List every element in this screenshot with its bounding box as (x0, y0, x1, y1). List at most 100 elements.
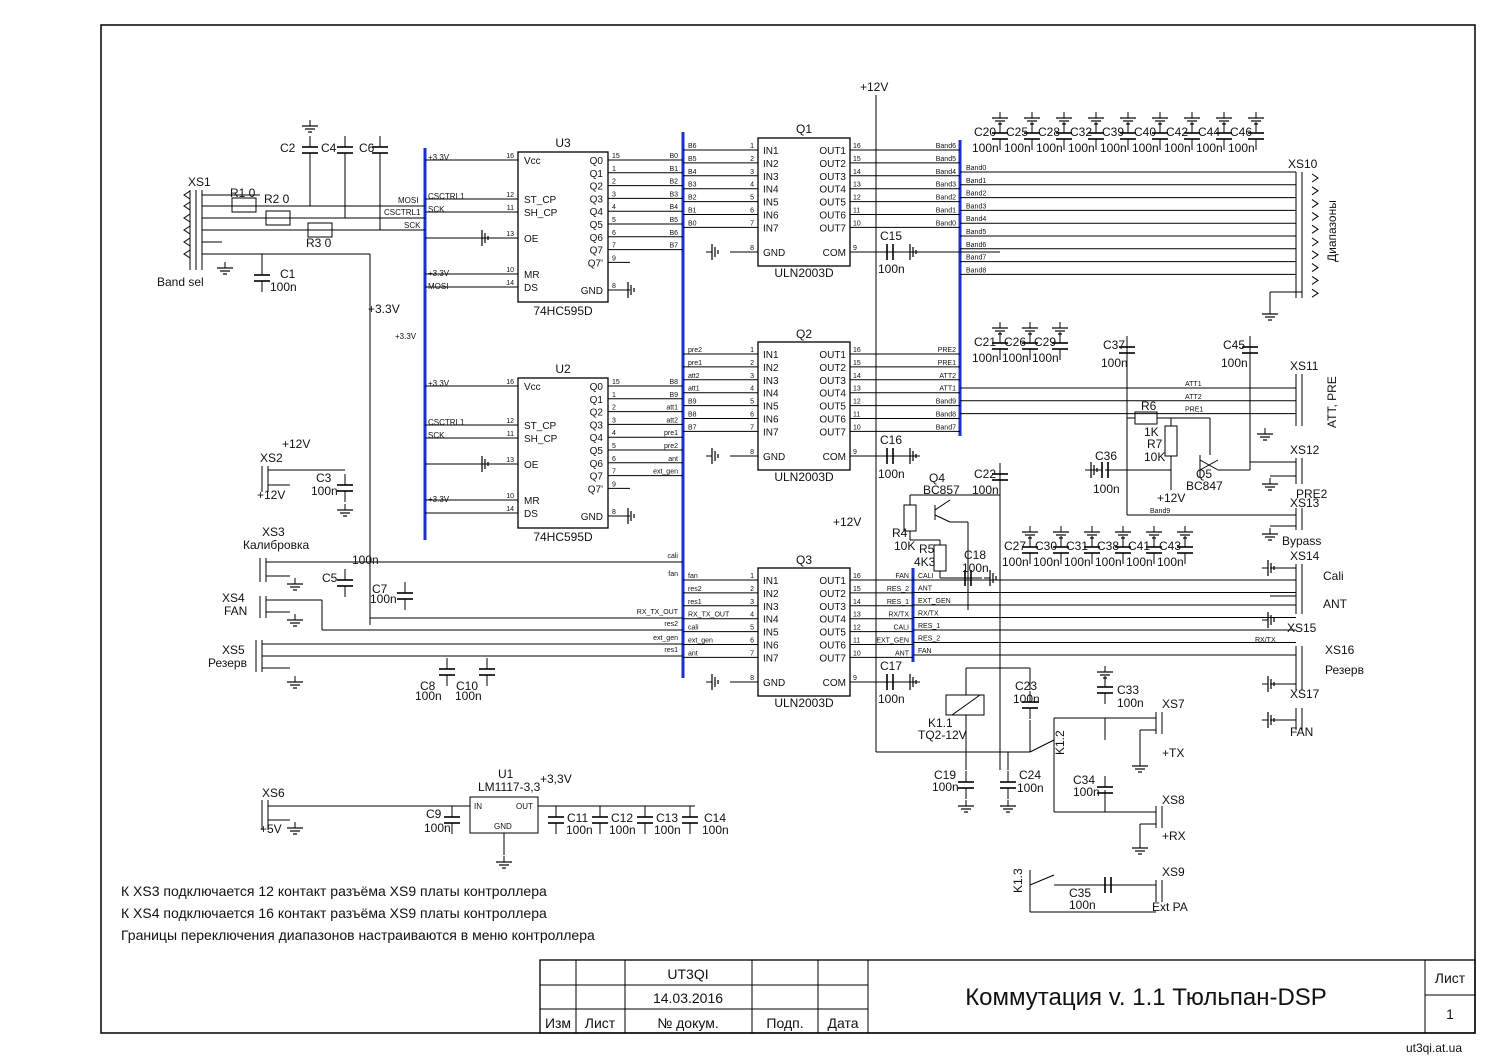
u3-pins-pin-label: DS (524, 283, 538, 294)
q3-pins-in-num: 8 (750, 675, 754, 682)
cap-label: C39 (1102, 125, 1124, 139)
u2-csctrl-net: CSCTRL1 (428, 418, 465, 427)
cap-c19 (957, 770, 975, 800)
q1-pins-in-num: 3 (750, 169, 754, 176)
q3-pins-in-num: 3 (750, 599, 754, 606)
u3-pins-pin-label: GND (581, 286, 603, 297)
sheet-number: 1 (1446, 1006, 1454, 1022)
q2-pins-out-label: OUT4 (819, 389, 846, 400)
u3-part: 74HC595D (533, 304, 593, 318)
q4-value: BC857 (923, 483, 960, 497)
cap-value: 100n (1036, 141, 1063, 155)
left-bus-net: ext_gen (653, 635, 678, 642)
ground-symbol (1131, 759, 1149, 773)
q3-pins-out-net: EXT_GEN (876, 638, 909, 645)
q3-pins-in-label: IN7 (763, 653, 779, 664)
cap-value: 100n (1002, 555, 1029, 569)
p33-small: +3.3V (395, 332, 417, 341)
left-bus-net: fan (668, 571, 678, 578)
ground-symbol (1261, 611, 1275, 629)
xs3-xs5-connectors (255, 558, 683, 672)
xs9-ref: XS9 (1162, 865, 1185, 879)
attpre-bus-net: ATT2 (1185, 394, 1202, 401)
bus-lines (423, 132, 962, 678)
xs9-label: Ext PA (1152, 900, 1188, 914)
r4-value: 10K (894, 539, 915, 553)
c22-value: 100n (972, 483, 999, 497)
cap-c12 (591, 805, 609, 835)
cap-c8 (438, 657, 456, 687)
q3-pins-out-num: 15 (853, 586, 861, 593)
q3-pins-in-label: IN6 (763, 641, 779, 652)
c36-label: C36 (1095, 449, 1117, 463)
q3-pins-out-label: OUT6 (819, 641, 846, 652)
cap-label: C27 (1004, 539, 1026, 553)
u1-gnd: GND (494, 822, 512, 831)
u3-mosi-net: MOSI (428, 282, 448, 291)
xs2-ref: XS2 (260, 451, 283, 465)
ic-u3: U3 74HC595D Vcc16ST_CP12SH_CP11OE13MR10D… (425, 136, 683, 318)
cap-label: C20 (974, 125, 996, 139)
k11-label: K1.1 (928, 716, 953, 730)
q3-pins-out-label: OUT3 (819, 602, 846, 613)
left-bus-net: res2 (664, 621, 678, 628)
cap-value: 100n (1164, 141, 1191, 155)
q1-pins-out-net: Band1 (936, 208, 956, 215)
cap-value: 100n (1126, 555, 1153, 569)
u2-pins-out-net: ant (668, 456, 678, 463)
c24-value: 100n (1017, 781, 1044, 795)
q2-pins-out-label: OUT1 (819, 350, 846, 361)
q3-pins-out-num: 16 (853, 573, 861, 580)
q3-pins-out-label: COM (823, 678, 846, 689)
q2-pins-out-num: 9 (853, 449, 857, 456)
u3-pins-pin-label: Q6 (590, 233, 604, 244)
u3-pins-pin-label: Vcc (524, 156, 541, 167)
ground-symbol (216, 261, 234, 275)
q4-label: Q4 (929, 471, 945, 485)
q1-pins-in-num: 4 (750, 182, 754, 189)
c36-value: 100n (1093, 482, 1120, 496)
q1-pins-out-num: 14 (853, 169, 861, 176)
q3-pins-out-label: OUT1 (819, 576, 846, 587)
u2-pins-pin-label: OE (524, 460, 539, 471)
xs7-ref: XS7 (1162, 697, 1185, 711)
cap-value: 100n (1004, 141, 1031, 155)
q3-pins-out-num: 11 (853, 638, 860, 645)
q3-pins-in-net: ext_gen (688, 638, 713, 645)
cap-c24 (999, 770, 1017, 800)
u2-pins-pin-num: 13 (506, 457, 514, 464)
ground-symbol (286, 821, 304, 835)
cap-label: C41 (1128, 539, 1150, 553)
xs10-pin-chevron (1311, 250, 1319, 260)
c17-label: C17 (880, 659, 902, 673)
c10-label: C10 (456, 679, 478, 693)
u2-pins-pin-num: 7 (612, 469, 616, 476)
xs1-label: Band sel (157, 275, 204, 289)
attpre-bus-net: ATT1 (1185, 381, 1202, 388)
u3-pins-pin-num: 3 (612, 191, 616, 198)
cap-c13 (636, 805, 654, 835)
xs10-pin-chevron (1311, 173, 1319, 183)
ground-symbol (705, 673, 719, 691)
cap-label: C25 (1006, 125, 1028, 139)
q2-pins-out-net: PRE1 (938, 360, 956, 367)
cap-value: 100n (1068, 141, 1095, 155)
q3-pins-in-label: IN1 (763, 576, 779, 587)
q2-pins-in-label: IN5 (763, 402, 779, 413)
u3-pins-pin-label: Q4 (590, 207, 604, 218)
q2-pins-out-label: OUT2 (819, 363, 846, 374)
q1-pins-out-net: Band0 (936, 220, 956, 227)
cap-value: 100n (1032, 351, 1059, 365)
xs10-connector (1269, 172, 1303, 308)
ground-symbol (621, 507, 635, 525)
q2-pins-in-num: 7 (750, 424, 754, 431)
c16-value: 100n (878, 467, 905, 481)
cap-label: C31 (1066, 539, 1088, 553)
cap-c14 (681, 805, 699, 835)
xs10-pin-chevron (1311, 288, 1319, 298)
cap-label: C30 (1035, 539, 1057, 553)
q1-pins-out-label: OUT7 (819, 223, 846, 234)
q3-pins-in-net: res2 (688, 586, 702, 593)
